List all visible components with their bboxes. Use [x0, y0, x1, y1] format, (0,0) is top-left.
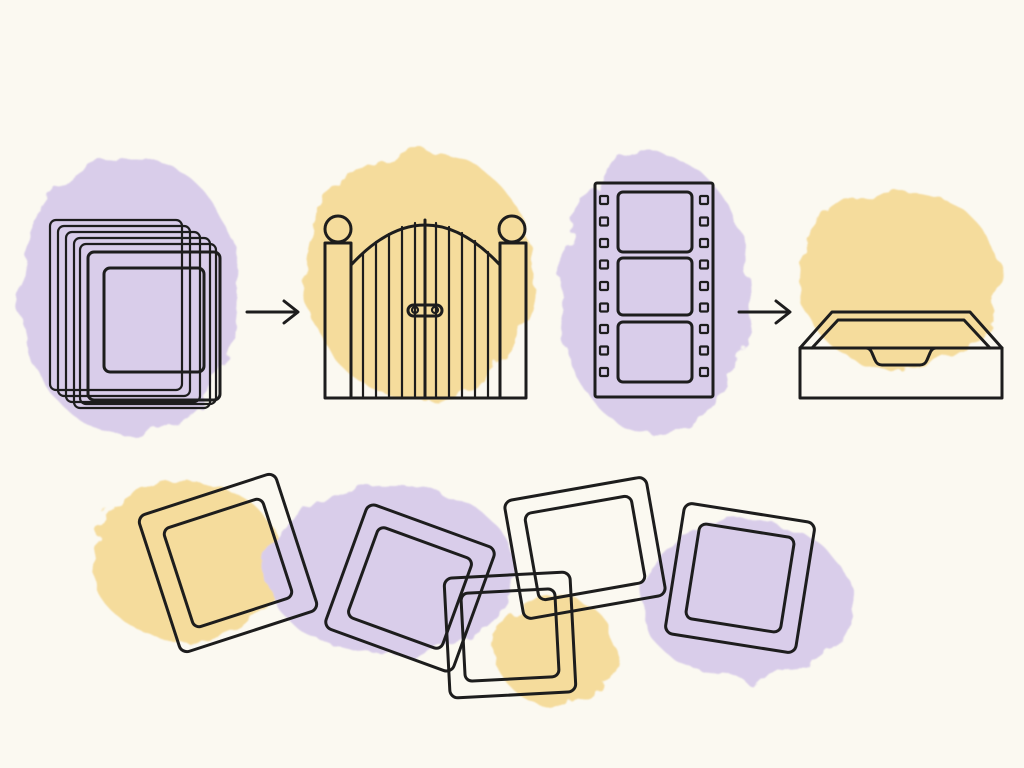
blob-tray [800, 190, 1000, 370]
film-sprocket-hole [698, 216, 710, 227]
film-sprocket-hole [698, 345, 710, 356]
film-sprocket-hole [598, 237, 610, 249]
garden-gate-icon [323, 214, 528, 400]
scattered-slide-3 [503, 476, 667, 620]
film-sprocket-hole [698, 259, 710, 270]
scattered-slide-2 [324, 503, 496, 673]
film-strip-icon [593, 181, 715, 399]
blob-stack [20, 155, 240, 435]
film-sprocket-hole [698, 194, 710, 206]
film-sprocket-hole [598, 323, 610, 335]
arrow-right-icon [245, 299, 300, 325]
blob-film [560, 155, 750, 435]
film-sprocket-hole [698, 323, 710, 335]
scattered-slide-5 [664, 502, 816, 654]
film-sprockets-left [598, 194, 610, 378]
film-sprocket-hole [698, 280, 710, 292]
film-sprocket-hole [598, 259, 610, 270]
blob-bottom-1 [90, 480, 280, 640]
film-sprockets-right [698, 194, 710, 378]
background-blobs [20, 150, 1000, 705]
film-sprocket-hole [598, 194, 610, 206]
film-sprocket-hole [698, 237, 710, 249]
blob-bottom-4 [640, 520, 850, 680]
stacked-slides-icon [48, 218, 222, 410]
arrow-right-icon [737, 299, 792, 325]
scattered-slide-4 [442, 570, 578, 700]
scattered-slides-icon [137, 472, 816, 700]
scattered-slide-1 [137, 472, 319, 654]
film-sprocket-hole [598, 366, 610, 378]
film-sprocket-hole [598, 216, 610, 227]
film-sprocket-hole [598, 302, 610, 313]
inbox-tray-icon [798, 310, 1004, 400]
film-sprocket-hole [598, 345, 610, 356]
film-sprocket-hole [698, 302, 710, 313]
film-sprocket-hole [598, 280, 610, 292]
film-sprocket-hole [698, 366, 710, 378]
